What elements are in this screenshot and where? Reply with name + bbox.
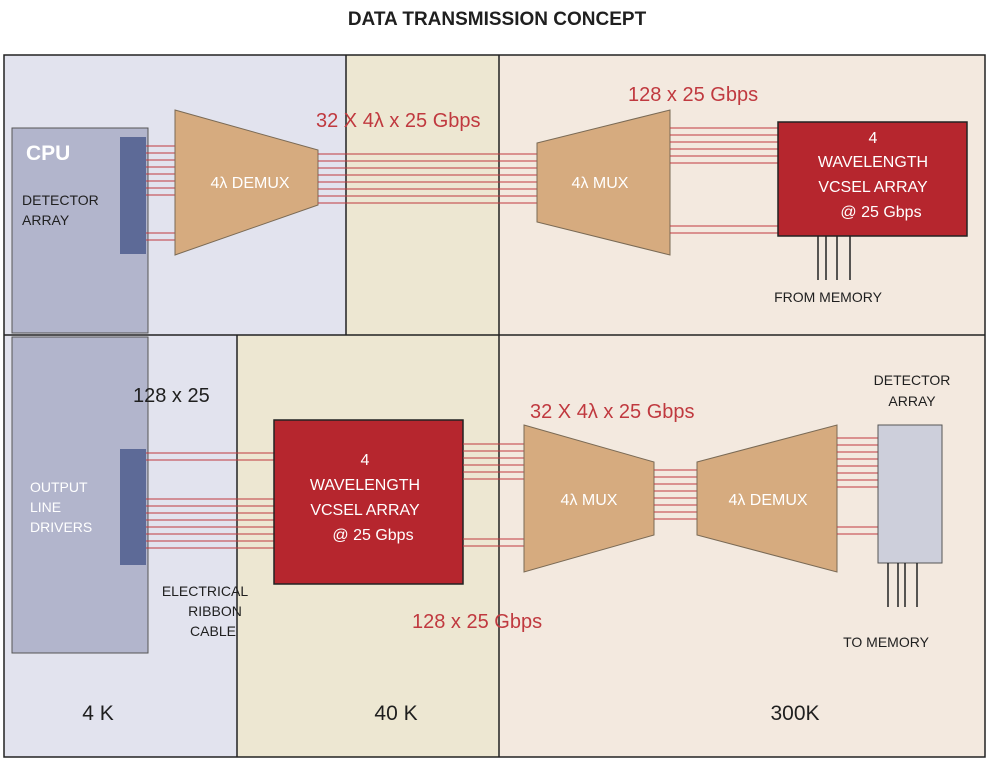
bottom-mid-fibers [654, 469, 697, 520]
top-input-fibers [146, 145, 176, 241]
top-mid-fibers [318, 153, 537, 204]
diagram-title: DATA TRANSMISSION CONCEPT [348, 9, 647, 30]
top-mux-label: 4λ MUX [572, 175, 629, 192]
top-vcsel-label-3: VCSEL ARRAY [818, 179, 928, 196]
drivers-label-1: OUTPUT [30, 479, 88, 495]
from-memory-label: FROM MEMORY [774, 289, 883, 305]
top-demux [174, 109, 319, 256]
to-memory-label: TO MEMORY [843, 634, 929, 650]
bottom-detector-array [877, 424, 943, 564]
top-fiber-rate: 32 X 4λ x 25 Gbps [316, 110, 481, 132]
bottom-vcsel-label-1: 4 [361, 452, 370, 469]
top-detector-bar [120, 137, 146, 254]
zone-borders [3, 54, 986, 758]
top-detector-label-2: ARRAY [22, 212, 70, 228]
bottom-vcsel-fibers [463, 443, 524, 547]
top-vcsel-label-1: 4 [869, 130, 878, 147]
ribbon-cable-lines [146, 452, 274, 549]
zone-40k-label: 40 K [374, 702, 417, 725]
cpu-label: CPU [26, 142, 70, 165]
driver-bar [120, 449, 146, 565]
top-vcsel-array [777, 121, 968, 237]
bottom-demux-label: 4λ DEMUX [728, 492, 807, 509]
bottom-memory-leads [887, 563, 918, 607]
drivers-label-2: LINE [30, 499, 61, 515]
zone-4k-label: 4 K [82, 702, 114, 725]
bottom-fiber-rate: 32 X 4λ x 25 Gbps [530, 401, 695, 423]
bottom-vcsel-array [273, 419, 464, 585]
top-vcsel-label-2: WAVELENGTH [818, 154, 928, 171]
ribbon-rate: 128 x 25 [133, 385, 210, 407]
top-mux [536, 109, 671, 256]
drivers-label-3: DRIVERS [30, 519, 92, 535]
bottom-vcsel-label-3: VCSEL ARRAY [310, 502, 420, 519]
bottom-mux [523, 424, 655, 573]
bottom-mux-label: 4λ MUX [561, 492, 618, 509]
top-output-rate: 128 x 25 Gbps [628, 84, 758, 106]
bottom-vcsel-label-4: @ 25 Gbps [332, 527, 413, 544]
top-vcsel-fibers [670, 127, 778, 234]
bottom-output-fibers [837, 437, 878, 535]
cable-label-1: ELECTRICAL [162, 583, 249, 599]
bottom-detector-label-2: ARRAY [888, 393, 936, 409]
top-vcsel-label-4: @ 25 Gbps [840, 204, 921, 221]
bottom-output-rate: 128 x 25 Gbps [412, 611, 542, 633]
bottom-vcsel-label-2: WAVELENGTH [310, 477, 420, 494]
top-memory-leads [817, 236, 851, 280]
cable-label-3: CABLE [190, 623, 236, 639]
top-demux-label: 4λ DEMUX [210, 175, 289, 192]
top-detector-label-1: DETECTOR [22, 192, 99, 208]
cable-label-2: RIBBON [188, 603, 242, 619]
zone-40k-top [346, 55, 499, 335]
zone-300k-label: 300K [770, 702, 819, 725]
bottom-detector-label-1: DETECTOR [874, 372, 951, 388]
bottom-demux [696, 424, 838, 573]
